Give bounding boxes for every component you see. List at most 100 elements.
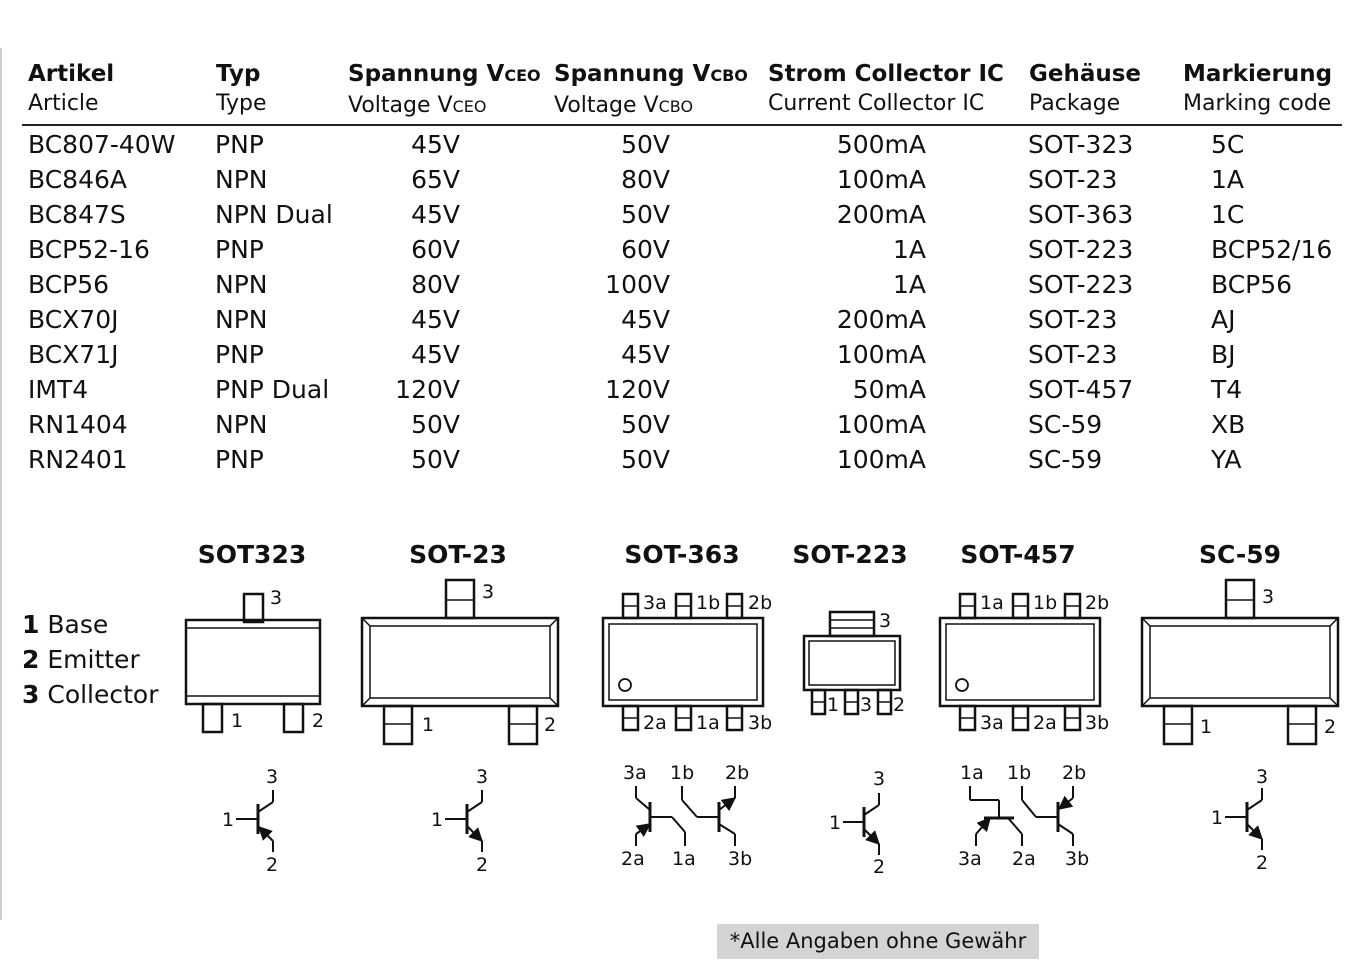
pin-label: 3b [1085, 712, 1109, 734]
cell-article: BCP56 [28, 270, 110, 299]
cell-current: 100mA [836, 445, 926, 474]
pin-label: 1 [422, 714, 434, 736]
header-vceo-en: Voltage VCEO [348, 93, 487, 118]
pin-label: 2 [873, 856, 885, 878]
pin-label: 3a [623, 762, 647, 784]
cell-article: BCX70J [28, 305, 119, 334]
sot223-transistor-symbol [843, 793, 880, 855]
cell-vcbo: 45V [621, 305, 670, 334]
pin-label: 2a [621, 848, 645, 870]
cell-package: SOT-223 [1028, 235, 1134, 264]
cell-package: SOT-363 [1028, 200, 1134, 229]
cell-marking: 1C [1211, 200, 1245, 229]
cell-package: SOT-23 [1028, 305, 1118, 334]
pin-label: 3 [1256, 766, 1268, 788]
cell-article: BCP52-16 [28, 235, 150, 264]
cell-vcbo: 45V [621, 340, 670, 369]
cell-current: 200mA [836, 305, 926, 334]
pin-label: 1a [980, 592, 1004, 614]
cell-article: BCX71J [28, 340, 119, 369]
header-package-de: Gehäuse [1029, 61, 1142, 87]
cell-article: BC846A [28, 165, 127, 194]
cell-marking: AJ [1211, 305, 1236, 334]
package-title-sot457: SOT-457 [960, 540, 1076, 569]
cell-vceo: 65V [411, 165, 460, 194]
cell-current: 200mA [836, 200, 926, 229]
pin-label: 2b [1085, 592, 1109, 614]
cell-package: SOT-323 [1028, 130, 1134, 159]
pin-label: 1b [696, 592, 720, 614]
pin-label: 1 [829, 812, 841, 834]
pin-label: 3a [643, 592, 667, 614]
pin-label: 3 [873, 768, 885, 790]
header-current-de: Strom Collector IC [768, 61, 1004, 87]
pin-label: 1b [1007, 762, 1031, 784]
legend-collector: 3 Collector [22, 680, 159, 709]
cell-marking: T4 [1211, 375, 1243, 404]
pin-label: 1 [222, 809, 234, 831]
legend-emitter: 2 Emitter [22, 645, 140, 674]
pin-label: 3 [270, 587, 282, 609]
legend-base: 1 Base [22, 610, 109, 639]
cell-article: BC847S [28, 200, 126, 229]
cell-vceo: 120V [395, 375, 460, 404]
cell-marking: 5C [1211, 130, 1245, 159]
pin-labels: 3 1 2 3 1 2 3 1 2 3 1 2 3a 1b 2b 2a 1a 3… [222, 581, 1336, 878]
sot323-package-outline [184, 592, 322, 734]
cell-type: PNP [215, 340, 264, 369]
cell-vcbo: 50V [621, 445, 670, 474]
cell-vceo: 60V [411, 235, 460, 264]
cell-vceo: 80V [411, 270, 460, 299]
cell-type: NPN [215, 270, 268, 299]
pin-label: 1b [1033, 592, 1057, 614]
cell-package: SOT-223 [1028, 270, 1134, 299]
pin-label: 2b [725, 762, 749, 784]
cell-current: 100mA [836, 340, 926, 369]
pin-label: 2a [643, 712, 667, 734]
header-package: Gehäuse Package [1029, 60, 1141, 120]
pin-label: 2 [544, 714, 556, 736]
package-title-sot323: SOT323 [197, 540, 307, 569]
pin-label: 1 [231, 710, 243, 732]
cell-vceo: 50V [411, 410, 460, 439]
sot23-package-outline [360, 578, 560, 746]
sot363-package-outline [601, 592, 765, 732]
sot457-transistor-symbol [969, 786, 1074, 846]
pin-label: 3 [860, 694, 872, 716]
cell-vceo: 45V [411, 130, 460, 159]
header-marking-de: Markierung [1183, 61, 1333, 87]
cell-marking: BJ [1211, 340, 1236, 369]
pin-label: 3b [748, 712, 772, 734]
header-article: Artikel Article [28, 60, 114, 120]
pin-label: 1a [696, 712, 720, 734]
header-current: Strom Collector IC Current Collector IC [768, 60, 1004, 120]
pin-label: 3 [476, 766, 488, 788]
cell-current: 1A [892, 270, 926, 299]
package-title-sot363: SOT-363 [624, 540, 740, 569]
header-package-en: Package [1029, 91, 1121, 116]
pin-label: 1a [960, 762, 984, 784]
cell-package: SOT-457 [1028, 375, 1134, 404]
pin-label: 2a [1012, 848, 1036, 870]
disclaimer-note: *Alle Angaben ohne Gewähr [717, 924, 1039, 959]
cell-vceo: 45V [411, 200, 460, 229]
cell-vcbo: 50V [621, 200, 670, 229]
cell-type: PNP [215, 445, 264, 474]
cell-article: RN1404 [28, 410, 128, 439]
pin-label: 3 [482, 581, 494, 603]
pin-label: 2 [266, 854, 278, 876]
header-vcbo: Spannung VCBO Voltage VCBO [554, 60, 748, 123]
cell-type: PNP [215, 130, 264, 159]
cell-vcbo: 120V [605, 375, 670, 404]
pin-label: 2 [476, 854, 488, 876]
cell-type: NPN [215, 305, 268, 334]
header-vcbo-de: Spannung VCBO [554, 61, 748, 87]
pin-label: 2a [1033, 712, 1057, 734]
